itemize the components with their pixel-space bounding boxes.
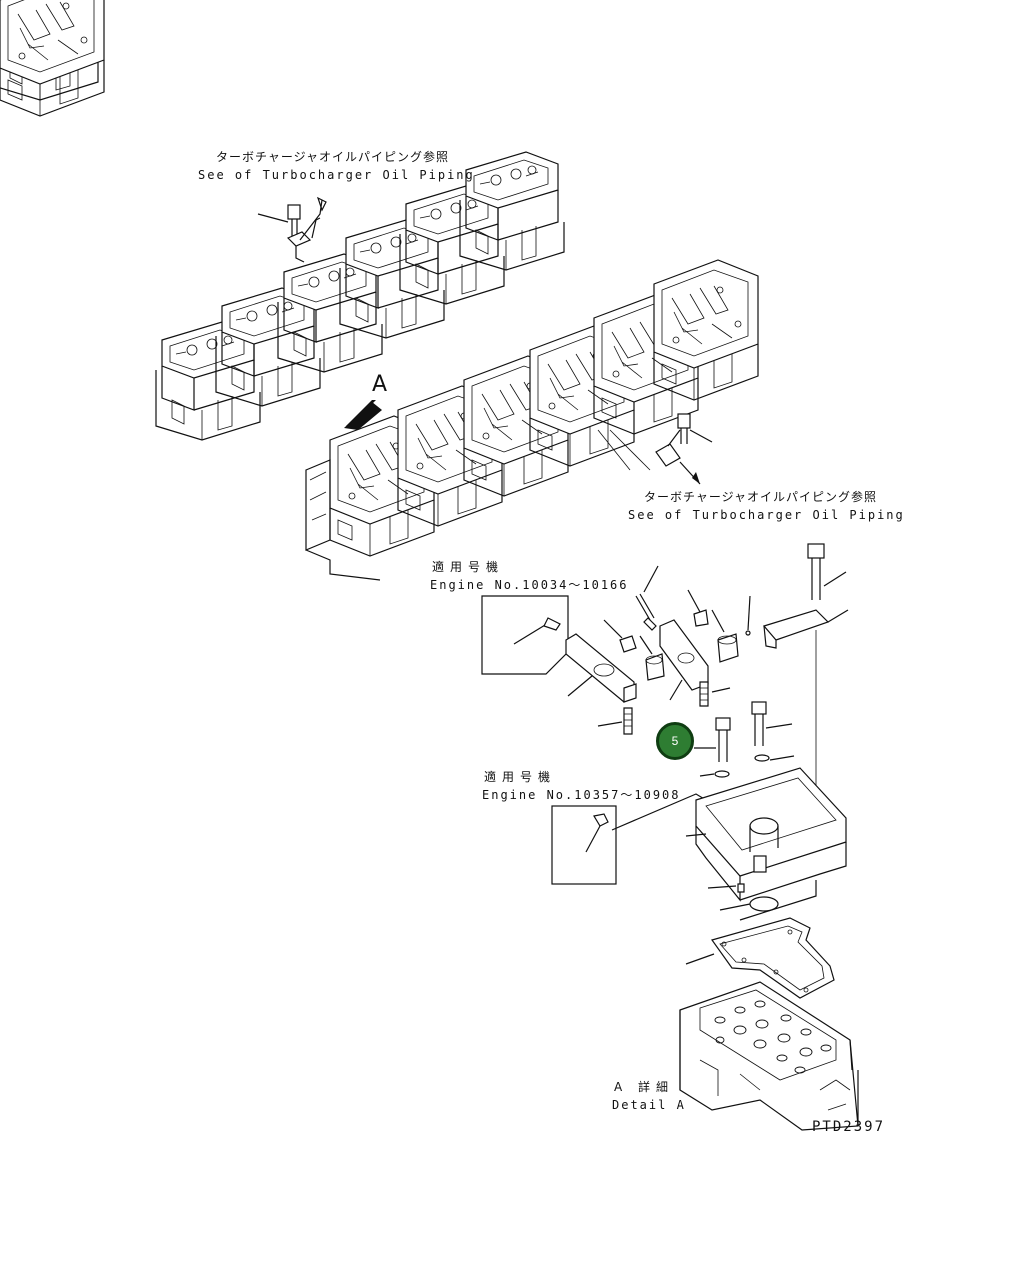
mid-ref-en: See of Turbocharger Oil Piping bbox=[628, 508, 905, 522]
mid-bracket-bolt bbox=[609, 413, 713, 485]
mid-ref-jp: ターボチャージャオイルパイピング参照 bbox=[644, 490, 878, 504]
lower-cylinder-heads bbox=[0, 0, 759, 581]
rocker-housing bbox=[685, 767, 847, 921]
part-callout-5-label: 5 bbox=[671, 734, 679, 748]
top-bolt-bracket bbox=[257, 196, 327, 263]
detail-a-en: Detail A bbox=[612, 1098, 686, 1112]
applicability-1-en: Engine No.10034～10166 bbox=[430, 578, 629, 592]
top-ref-en: See of Turbocharger Oil Piping bbox=[198, 168, 475, 182]
detail-cylinder-head bbox=[679, 981, 859, 1131]
part-callout-5[interactable]: 5 bbox=[656, 722, 694, 760]
applicability-1-jp: 適用号機 bbox=[432, 560, 505, 574]
inset-box-1 bbox=[481, 595, 569, 675]
view-arrow-a bbox=[344, 400, 382, 434]
arrow-a-label: A bbox=[372, 372, 388, 397]
rocker-assembly bbox=[565, 543, 849, 830]
applicability-2-jp: 適用号機 bbox=[484, 770, 557, 784]
detail-a-jp: A 詳細 bbox=[614, 1080, 675, 1094]
gasket bbox=[685, 917, 835, 999]
inset-box-2 bbox=[551, 793, 707, 885]
applicability-2-en: Engine No.10357～10908 bbox=[482, 788, 681, 802]
drawing-number: PTD2397 bbox=[812, 1119, 886, 1135]
mid-leader bbox=[597, 429, 631, 471]
top-ref-jp: ターボチャージャオイルパイピング参照 bbox=[216, 150, 450, 164]
